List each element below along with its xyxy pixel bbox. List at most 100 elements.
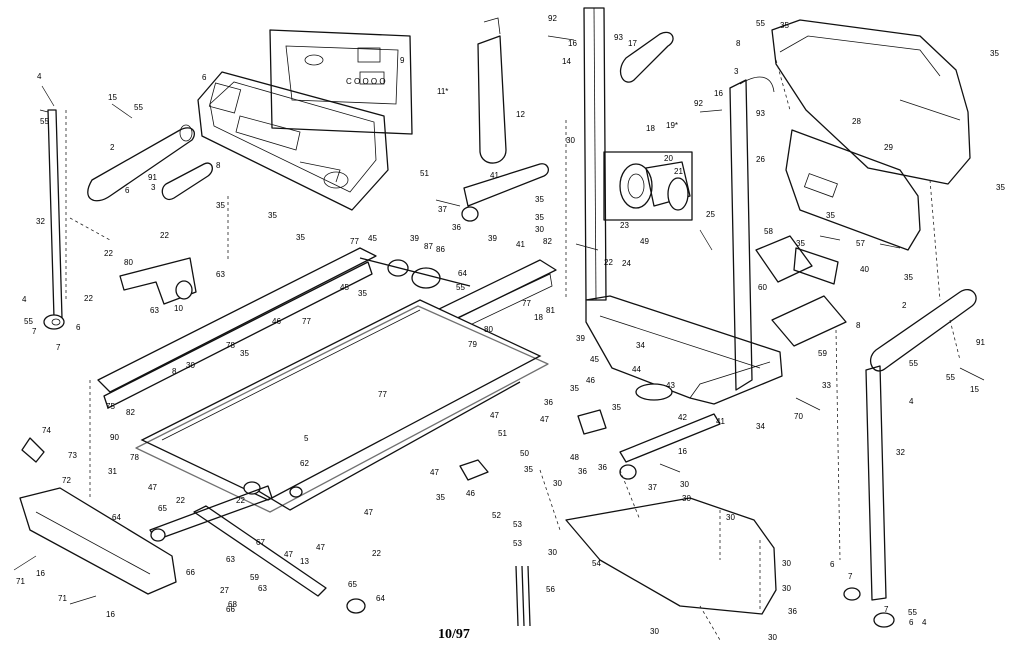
rear-upright-14 (583, 7, 607, 301)
part-callout: 35 (990, 49, 999, 58)
part-callout: 59 (250, 573, 259, 582)
part-callout: 72 (62, 476, 71, 485)
part-callout: 51 (420, 169, 429, 178)
part-callout: 47 (364, 508, 373, 517)
part-callout: 49 (640, 237, 649, 246)
part-callout: 22 (236, 496, 245, 505)
part-callout: 47 (316, 543, 325, 552)
bracket-10 (119, 257, 197, 305)
part-callout: 45 (368, 234, 377, 243)
part-callout: 37 (438, 205, 447, 214)
part-callout: 41 (490, 171, 499, 180)
part-callout: 41 (716, 417, 725, 426)
part-callout: 77 (378, 390, 387, 399)
part-callout: 39 (410, 234, 419, 243)
part-callout: 22 (84, 294, 93, 303)
part-callout: 52 (492, 511, 501, 520)
part-callout: 78 (226, 341, 235, 350)
part-callout: 55 (756, 19, 765, 28)
part-callout: 36 (452, 223, 461, 232)
control-board-60 (755, 235, 847, 347)
part-callout: 46 (466, 489, 475, 498)
part-callout: 34 (756, 422, 765, 431)
part-callout: 45 (340, 283, 349, 292)
part-callout: 16 (36, 569, 45, 578)
part-callout: 22 (176, 496, 185, 505)
part-callout: 55 (24, 317, 33, 326)
part-callout: 4 (22, 295, 27, 304)
part-callout: 35 (780, 21, 789, 30)
motor-hood-26 (771, 19, 971, 185)
part-callout: 82 (543, 237, 552, 246)
part-callout: 22 (160, 231, 169, 240)
part-callout: 47 (284, 550, 293, 559)
arm-piece-3 (161, 162, 214, 201)
part-callout: 62 (300, 459, 309, 468)
part-callout: 7 (32, 327, 37, 336)
part-callout: 53 (513, 539, 522, 548)
part-callout: 90 (110, 433, 119, 442)
hood-bracket-29 (785, 129, 921, 251)
part-callout: 35 (216, 201, 225, 210)
part-callout: 35 (796, 239, 805, 248)
part-callout: 47 (148, 483, 157, 492)
part-callout: 4 (922, 618, 927, 627)
part-callout: 35 (904, 273, 913, 282)
part-callout: 36 (598, 463, 607, 472)
part-callout: 47 (430, 468, 439, 477)
front-end-cap-72 (19, 487, 177, 595)
left-frame-rail-75 (97, 247, 377, 409)
part-callout: 6 (830, 560, 835, 569)
motor-assembly-19 (603, 151, 693, 221)
deck-79 (140, 299, 542, 501)
part-callout: 46 (586, 376, 595, 385)
part-callout: 9 (400, 56, 405, 65)
part-callout: 29 (884, 143, 893, 152)
date-code: 10/97 (438, 627, 470, 642)
part-callout: 80 (124, 258, 133, 267)
part-callout: 79 (468, 340, 477, 349)
part-callout: 34 (636, 341, 645, 350)
rear-roller (359, 257, 471, 289)
part-callout: 30 (553, 479, 562, 488)
part-callout: 26 (756, 155, 765, 164)
part-callout: 35 (358, 289, 367, 298)
part-callout: 18 (646, 124, 655, 133)
part-callout: 42 (678, 413, 687, 422)
part-callout: 35 (535, 195, 544, 204)
part-callout: 87 (424, 242, 433, 251)
part-callout: 53 (513, 520, 522, 529)
part-callout: 63 (150, 306, 159, 315)
part-callout: 91 (148, 173, 157, 182)
svg-text:C O O O O: C O O O O (346, 77, 386, 86)
part-callout: 30 (680, 480, 689, 489)
part-callout: 30 (768, 633, 777, 642)
part-callout: 35 (996, 183, 1005, 192)
part-callout: 60 (758, 283, 767, 292)
front-roller (243, 381, 521, 511)
part-callout: 31 (108, 467, 117, 476)
part-callout: 35 (826, 211, 835, 220)
part-callout: 75 (106, 402, 115, 411)
walking-belt-78 (135, 305, 549, 513)
part-callout: 70 (794, 412, 803, 421)
small-hardware (21, 383, 673, 627)
callout-labels: 455324557762215552913683535356911*513736… (16, 14, 1005, 642)
part-callout: 30 (650, 627, 659, 636)
part-callout: 47 (540, 415, 549, 424)
motor-cover-54 (565, 497, 777, 615)
part-callout: 55 (40, 117, 49, 126)
part-callout: 55 (909, 359, 918, 368)
lower-cylinder (619, 413, 721, 480)
part-callout: 92 (694, 99, 703, 108)
right-handrail-2 (843, 289, 977, 628)
part-callout: 7 (848, 572, 853, 581)
part-callout: 93 (756, 109, 765, 118)
part-callout: 48 (570, 453, 579, 462)
part-callout: 36 (578, 467, 587, 476)
part-callout: 16 (568, 39, 577, 48)
part-callout: 65 (158, 504, 167, 513)
part-callout: 3 (734, 67, 739, 76)
part-callout: 63 (226, 555, 235, 564)
